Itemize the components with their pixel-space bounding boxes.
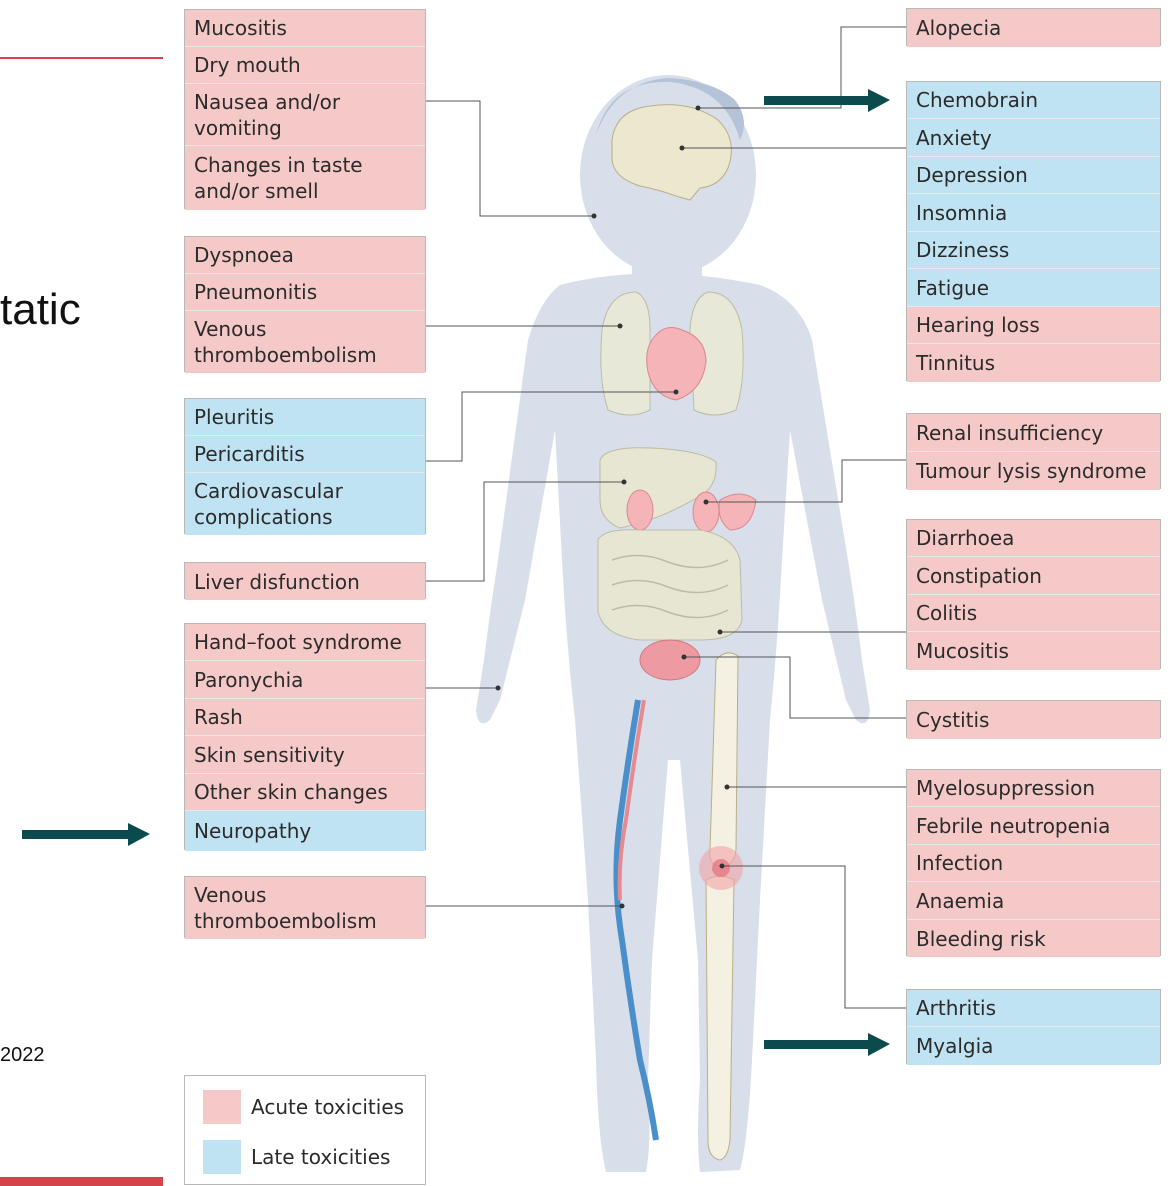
list-item: Hearing loss — [907, 307, 1160, 344]
list-item: Paronychia — [185, 661, 425, 699]
kidney-left — [627, 490, 653, 530]
list-item: Dizziness — [907, 232, 1160, 269]
list-item: Alopecia — [907, 9, 1160, 47]
box-lung-toxicities: Dyspnoea Pneumonitis Venous thromboembol… — [184, 236, 426, 372]
list-item: Fatigue — [907, 269, 1160, 307]
box-vein-toxicities: Venous thromboembolism — [184, 876, 426, 938]
list-item: Neuropathy — [185, 811, 425, 851]
arrow-myalgia — [764, 1033, 890, 1056]
list-item: Depression — [907, 157, 1160, 194]
list-item: Other skin changes — [185, 774, 425, 811]
arrow-neuropathy — [22, 823, 150, 846]
box-hair-toxicities: Alopecia — [906, 8, 1161, 46]
list-item: Nausea and/or vomiting — [185, 84, 425, 146]
box-skin-toxicities: Hand–foot syndrome Paronychia Rash Skin … — [184, 623, 426, 850]
box-head-toxicities: Mucositis Dry mouth Nausea and/or vomiti… — [184, 9, 426, 209]
list-item: Renal insufficiency — [907, 414, 1160, 452]
legend: Acute toxicities Late toxicities — [184, 1075, 426, 1185]
box-gut-toxicities: Diarrhoea Constipation Colitis Mucositis — [906, 519, 1161, 669]
list-item: Anxiety — [907, 119, 1160, 157]
box-heart-toxicities: Pleuritis Pericarditis Cardiovascular co… — [184, 398, 426, 534]
list-item: Dyspnoea — [185, 237, 425, 274]
list-item: Myalgia — [907, 1027, 1160, 1065]
intestines — [598, 530, 742, 640]
list-item: Dry mouth — [185, 47, 425, 84]
list-item: Colitis — [907, 595, 1160, 632]
kidney-right — [693, 492, 719, 532]
bladder — [640, 640, 700, 680]
list-item: Liver disfunction — [185, 563, 425, 600]
box-kidney-toxicities: Renal insufficiency Tumour lysis syndrom… — [906, 413, 1161, 489]
arrow-chemobrain — [764, 89, 890, 112]
list-item: Infection — [907, 845, 1160, 882]
box-bone-marrow-toxicities: Myelosuppression Febrile neutropenia Inf… — [906, 769, 1161, 956]
tibia — [706, 876, 734, 1160]
list-item: Constipation — [907, 557, 1160, 595]
list-item: Pleuritis — [185, 399, 425, 436]
legend-swatch-late — [203, 1140, 241, 1174]
list-item: Venous thromboembolism — [185, 311, 425, 373]
list-item: Arthritis — [907, 990, 1160, 1027]
legend-item-late: Late toxicities — [203, 1140, 390, 1174]
list-item: Rash — [185, 699, 425, 736]
list-item: Tumour lysis syndrome — [907, 452, 1160, 490]
list-item: Mucositis — [907, 632, 1160, 670]
list-item: Diarrhoea — [907, 520, 1160, 557]
list-item: Insomnia — [907, 194, 1160, 232]
list-item: Hand–foot syndrome — [185, 624, 425, 661]
list-item: Skin sensitivity — [185, 736, 425, 774]
list-item: Anaemia — [907, 882, 1160, 920]
list-item: Changes in taste and/or smell — [185, 146, 425, 210]
list-item: Cystitis — [907, 701, 1160, 739]
box-joint-toxicities: Arthritis Myalgia — [906, 989, 1161, 1064]
list-item: Bleeding risk — [907, 920, 1160, 957]
box-brain-toxicities: Chemobrain Anxiety Depression Insomnia D… — [906, 81, 1161, 381]
list-item: Mucositis — [185, 10, 425, 47]
list-item: Chemobrain — [907, 82, 1160, 119]
legend-swatch-acute — [203, 1090, 241, 1124]
box-liver-toxicities: Liver disfunction — [184, 562, 426, 599]
list-item: Venous thromboembolism — [185, 877, 425, 939]
list-item: Febrile neutropenia — [907, 807, 1160, 845]
list-item: Pneumonitis — [185, 274, 425, 311]
list-item: Tinnitus — [907, 344, 1160, 382]
legend-label-late: Late toxicities — [251, 1145, 390, 1169]
list-item: Myelosuppression — [907, 770, 1160, 807]
legend-item-acute: Acute toxicities — [203, 1090, 404, 1124]
legend-label-acute: Acute toxicities — [251, 1095, 404, 1119]
list-item: Cardiovascular complications — [185, 473, 425, 535]
box-bladder-toxicities: Cystitis — [906, 700, 1161, 738]
list-item: Pericarditis — [185, 436, 425, 473]
